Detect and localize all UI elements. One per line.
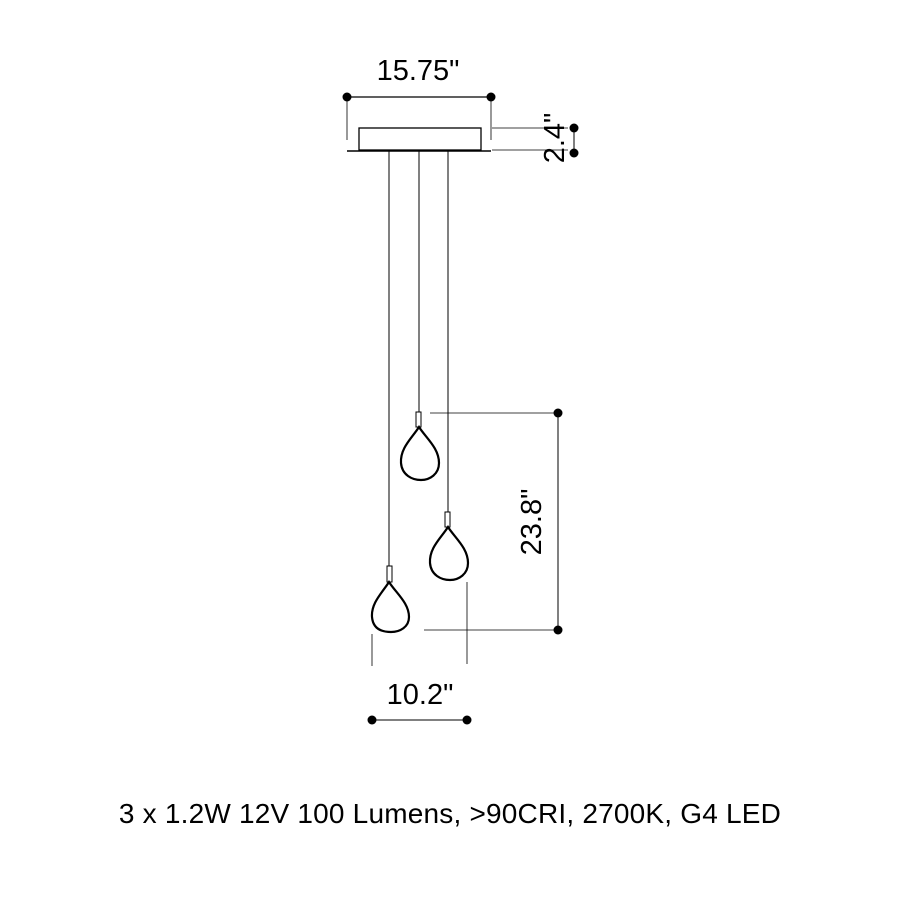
canopy-width-dimension: 15.75" [342, 55, 496, 140]
pendant-right [428, 511, 470, 582]
spec-text: 3 x 1.2W 12V 100 Lumens, >90CRI, 2700K, … [118, 798, 782, 829]
pendant-left [370, 565, 411, 634]
spread-width-dimension: 10.2" [367, 582, 472, 725]
canopy-height-label: 2.4" [539, 113, 571, 164]
canopy-height-dimension: 2.4" [492, 113, 579, 164]
spread-width-label: 10.2" [387, 679, 454, 711]
pendant-middle [399, 411, 441, 482]
canopy-width-label: 15.75" [377, 55, 460, 87]
suspension-cables [388, 151, 449, 566]
canopy [347, 127, 491, 152]
drop-height-dimension: 23.8" [424, 408, 563, 635]
drop-height-label: 23.8" [516, 489, 548, 556]
